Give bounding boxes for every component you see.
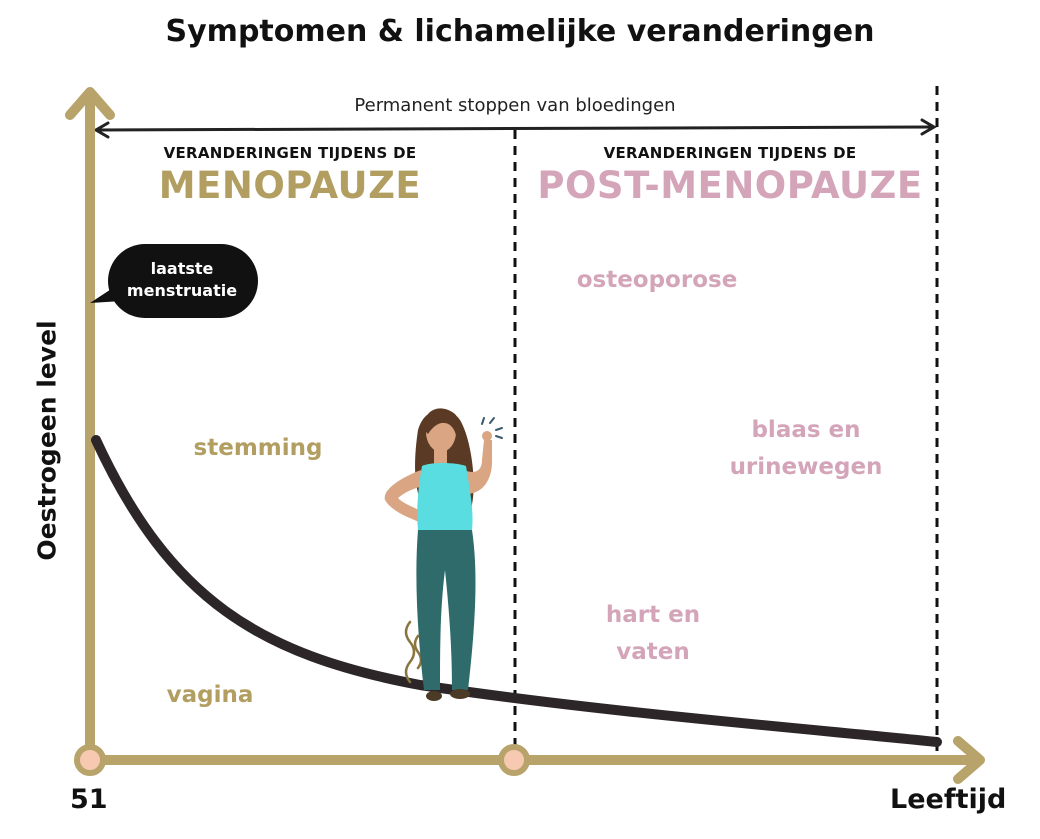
menopause-title: MENOPAUZE bbox=[158, 164, 422, 207]
woman-illustration-icon bbox=[384, 408, 503, 701]
menopause-subtitle: VERANDERINGEN TIJDENS DE bbox=[163, 144, 417, 162]
speech-bubble-icon bbox=[90, 244, 258, 318]
x-axis bbox=[85, 736, 985, 784]
symptom-osteoporose: osteoporose bbox=[576, 267, 738, 293]
page-title: Symptomen & lichamelijke veranderingen bbox=[165, 14, 875, 49]
x-axis-start-label: 51 bbox=[70, 784, 108, 815]
postmenopause-title: POST-MENOPAUZE bbox=[537, 164, 923, 207]
last-menstruation-label: laatste menstruatie bbox=[126, 259, 238, 300]
x-axis-label: Leeftijd bbox=[890, 784, 1007, 815]
menopause-marker bbox=[498, 744, 530, 776]
postmenopause-subtitle: VERANDERINGEN TIJDENS DE bbox=[603, 144, 857, 162]
symptom-vagina: vagina bbox=[166, 682, 254, 708]
stink-lines-icon bbox=[404, 620, 423, 684]
estrogen-curve bbox=[91, 435, 942, 747]
symptom-hart-vaten: hart en vaten bbox=[605, 602, 701, 665]
origin-marker bbox=[74, 744, 106, 776]
y-axis-label: Oestrogeen level bbox=[32, 320, 62, 561]
y-axis bbox=[65, 87, 115, 765]
symptom-blaas-urinewegen: blaas en urinewegen bbox=[729, 417, 883, 480]
double-arrow-icon bbox=[93, 118, 937, 139]
top-arrow-label: Permanent stoppen van bloedingen bbox=[354, 95, 676, 116]
symptom-stemming: stemming bbox=[193, 435, 323, 461]
